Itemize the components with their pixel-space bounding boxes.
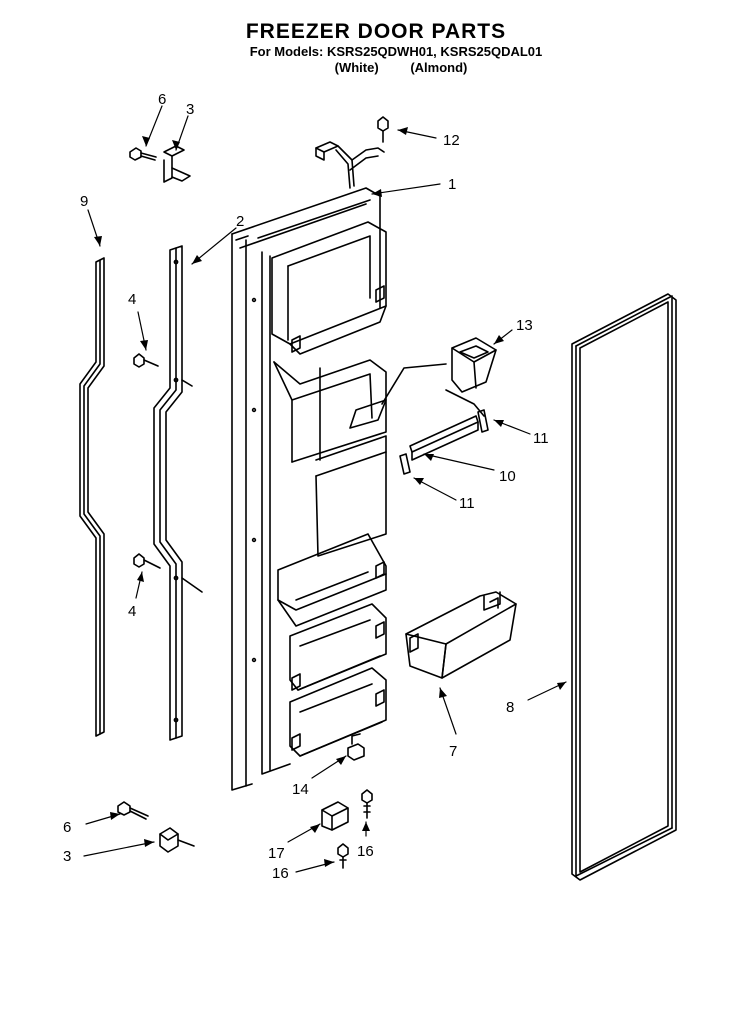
hinge-part-3-top — [163, 145, 191, 183]
screw-part-16-lower — [337, 843, 349, 869]
block-part-17 — [321, 801, 349, 831]
callout-13: 13 — [516, 317, 533, 334]
callout-8: 8 — [506, 699, 514, 716]
callout-9: 9 — [80, 193, 88, 210]
gasket-frame-part-8 — [571, 293, 677, 881]
callout-7: 7 — [449, 743, 457, 760]
callout-4-lower: 4 — [128, 603, 136, 620]
strip-part-9 — [79, 257, 105, 737]
clip-part-11-lower — [399, 453, 411, 475]
door-liner-part-1 — [231, 187, 387, 791]
hinge-part-3-bottom — [159, 827, 195, 853]
models-line: For Models: KSRS25QDWH01, KSRS25QDAL01 — [249, 44, 543, 59]
leader-lines — [83, 105, 567, 873]
variant-almond: (Almond) — [410, 60, 468, 75]
door-bin-part-7 — [405, 591, 517, 679]
callout-17: 17 — [268, 845, 285, 862]
screw-part-6-top — [129, 147, 157, 161]
rail-part-10 — [409, 415, 479, 461]
callout-16-left: 16 — [272, 865, 289, 882]
callout-14: 14 — [292, 781, 309, 798]
callout-11-upper: 11 — [533, 430, 549, 447]
wire-harness — [315, 141, 385, 189]
callout-4-upper: 4 — [128, 291, 136, 308]
callout-3-top: 3 — [186, 101, 194, 118]
leader-arrowheads — [94, 127, 566, 867]
screw-part-6-bottom — [117, 801, 149, 820]
callout-12: 12 — [443, 132, 460, 149]
bar-part-2 — [153, 245, 203, 741]
callout-6-bottom: 6 — [63, 819, 71, 836]
callout-10: 10 — [499, 468, 516, 485]
callout-1: 1 — [448, 176, 456, 193]
screw-part-4-lower — [133, 553, 161, 569]
screw-part-4-upper — [133, 353, 159, 368]
callout-6-top: 6 — [158, 91, 166, 108]
callout-3-bottom: 3 — [63, 848, 71, 865]
screw-part-16-upper — [361, 789, 373, 819]
screw-part-12 — [377, 116, 389, 143]
page-title: FREEZER DOOR PARTS — [245, 20, 507, 43]
color-variants: (White) (Almond) — [50, 60, 752, 76]
callout-16-right: 16 — [357, 843, 374, 860]
variant-white: (White) — [334, 60, 379, 75]
hinge-part-14 — [347, 733, 365, 761]
page-header: FREEZER DOOR PARTS For Models: KSRS25QDW… — [0, 20, 752, 76]
callout-2: 2 — [236, 213, 244, 230]
clip-part-11-upper — [477, 409, 489, 433]
callout-11-lower: 11 — [459, 495, 475, 512]
chute-part-13 — [381, 337, 497, 417]
callout-labels: 6 3 12 1 9 2 4 13 11 10 11 4 8 7 14 6 3 … — [63, 91, 549, 882]
